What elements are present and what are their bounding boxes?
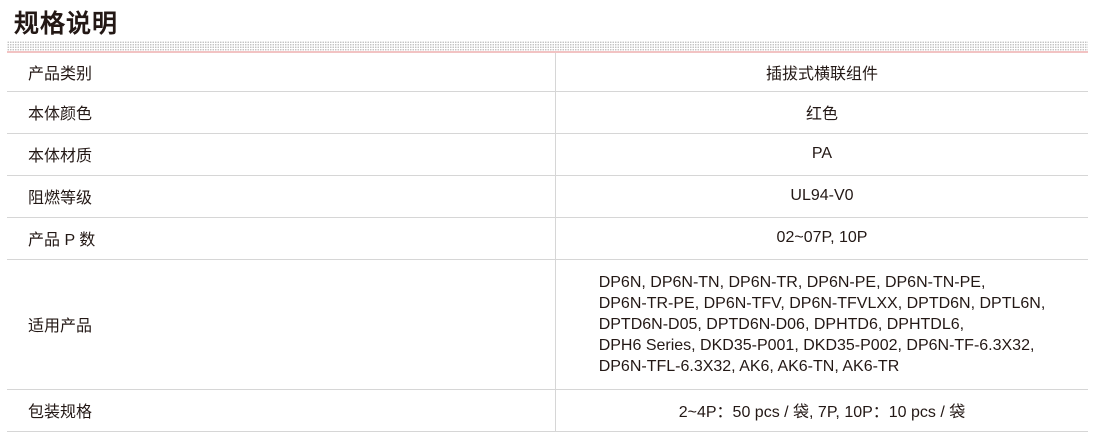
table-row: 本体材质 PA	[7, 133, 1088, 176]
row-label: 适用产品	[7, 259, 556, 390]
table-row: 产品 P 数 02~07P, 10P	[7, 217, 1088, 260]
row-value: 红色	[555, 91, 1088, 134]
row-label: 本体材质	[7, 133, 556, 176]
table-row: 本体颜色 红色	[7, 91, 1088, 134]
product-line: DPTD6N-D05, DPTD6N-D06, DPHTD6, DPHTDL6,	[598, 315, 965, 333]
row-label: 阻燃等级	[7, 175, 556, 218]
accent-line	[7, 51, 1088, 53]
row-value: PA	[555, 133, 1088, 176]
row-value: 02~07P, 10P	[555, 217, 1088, 260]
product-line: DPH6 Series, DKD35-P001, DKD35-P002, DP6…	[598, 336, 1035, 354]
row-label: 包装规格	[7, 389, 556, 432]
page-title: 规格说明	[14, 10, 119, 38]
product-line: DP6N, DP6N-TN, DP6N-TR, DP6N-PE, DP6N-TN…	[598, 273, 986, 291]
table-row: 适用产品 DP6N, DP6N-TN, DP6N-TR, DP6N-PE, DP…	[7, 259, 1088, 390]
compatible-products-list: DP6N, DP6N-TN, DP6N-TR, DP6N-PE, DP6N-TN…	[599, 272, 1046, 377]
product-line: DP6N-TFL-6.3X32, AK6, AK6-TN, AK6-TR	[598, 357, 900, 375]
row-value: DP6N, DP6N-TN, DP6N-TR, DP6N-PE, DP6N-TN…	[555, 259, 1088, 390]
row-value: 2~4P：50 pcs / 袋, 7P, 10P：10 pcs / 袋	[555, 389, 1088, 432]
row-value: UL94-V0	[555, 175, 1088, 218]
row-label: 产品类别	[7, 53, 556, 92]
product-line: DP6N-TR-PE, DP6N-TFV, DP6N-TFVLXX, DPTD6…	[598, 294, 1046, 312]
table-row: 产品类别 插拔式横联组件	[7, 53, 1088, 92]
row-label: 本体颜色	[7, 91, 556, 134]
dotted-divider	[7, 41, 1088, 51]
table-row: 阻燃等级 UL94-V0	[7, 175, 1088, 218]
row-value: 插拔式横联组件	[555, 53, 1088, 92]
table-row: 包装规格 2~4P：50 pcs / 袋, 7P, 10P：10 pcs / 袋	[7, 389, 1088, 432]
row-label: 产品 P 数	[7, 217, 556, 260]
spec-table: 产品类别 插拔式横联组件 本体颜色 红色 本体材质 PA 阻燃等级 UL94-V…	[7, 53, 1088, 432]
